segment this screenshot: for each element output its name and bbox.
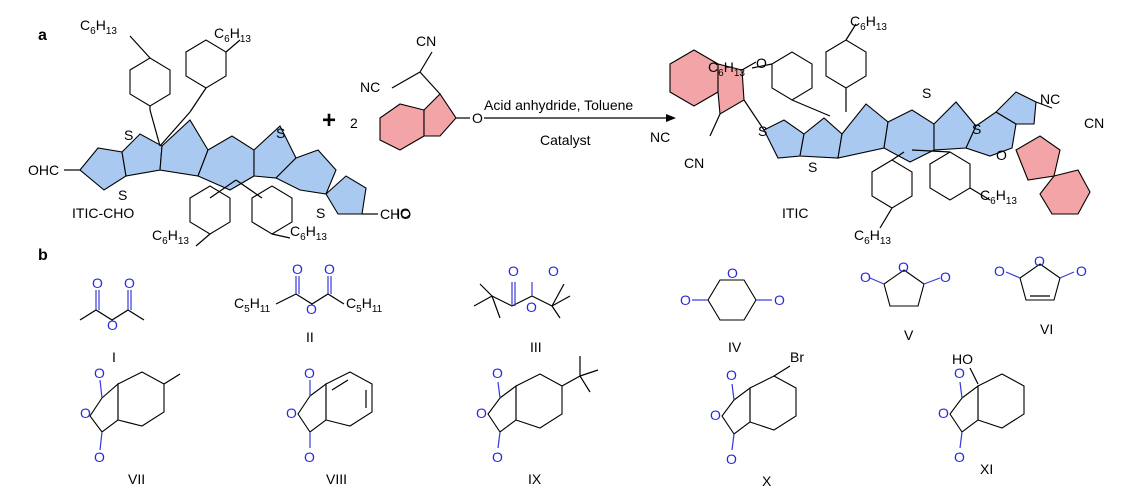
ic-structure: O CN NC bbox=[360, 33, 483, 151]
atom-s: S bbox=[276, 125, 285, 141]
atom-s: S bbox=[758, 123, 767, 139]
svg-text:O: O bbox=[492, 365, 503, 381]
anhydride-VIII: O O O bbox=[286, 365, 373, 465]
anhydride-III: O O O bbox=[473, 263, 571, 319]
svg-text:O: O bbox=[324, 261, 335, 277]
product-nc-left: NC bbox=[650, 129, 670, 145]
anhydride-X: Br O O O bbox=[710, 349, 804, 467]
svg-text:O: O bbox=[304, 449, 315, 465]
ic-cn-left: NC bbox=[360, 79, 380, 95]
ic-carbonyl-o: O bbox=[472, 110, 483, 126]
anhydride-XI: HO O O O bbox=[938, 351, 1025, 465]
svg-text:O: O bbox=[726, 367, 737, 383]
anhydride-label-I: I bbox=[112, 349, 116, 365]
anhydride-label-VI: VI bbox=[1040, 321, 1053, 337]
panel-label-b: b bbox=[38, 247, 48, 264]
svg-text:O: O bbox=[1034, 253, 1045, 269]
svg-text:O: O bbox=[940, 269, 951, 285]
itic-structure: O NC CN S S S S O NC CN bbox=[650, 13, 1104, 247]
svg-text:O: O bbox=[526, 299, 537, 315]
svg-text:O: O bbox=[994, 263, 1005, 279]
anhydride-V: O O O bbox=[860, 259, 951, 307]
svg-text:O: O bbox=[107, 317, 118, 333]
svg-text:O: O bbox=[286, 405, 297, 421]
aldehyde-left: OHC bbox=[28, 162, 59, 178]
svg-text:O: O bbox=[80, 405, 91, 421]
anhydride-II: C5H11 O O O C5H11 bbox=[234, 261, 383, 317]
atom-s: S bbox=[316, 205, 325, 221]
product-o-left: O bbox=[756, 55, 767, 71]
hexyl-label: C6H13 bbox=[214, 25, 251, 45]
svg-text:O: O bbox=[860, 269, 871, 285]
hexyl-label: C6H13 bbox=[850, 13, 887, 33]
svg-text:C5H11: C5H11 bbox=[346, 295, 383, 315]
atom-s: S bbox=[124, 127, 133, 143]
reactant1-name: ITIC-CHO bbox=[72, 205, 134, 221]
product-cn-right: CN bbox=[1084, 115, 1104, 131]
svg-text:O: O bbox=[492, 449, 503, 465]
atom-s: S bbox=[808, 159, 817, 175]
atom-s: S bbox=[972, 121, 981, 137]
hexyl-label: C6H13 bbox=[152, 227, 189, 247]
hexyl-label: C6H13 bbox=[854, 227, 891, 247]
svg-text:C5H11: C5H11 bbox=[234, 295, 271, 315]
svg-text:O: O bbox=[774, 292, 785, 308]
atom-s: S bbox=[118, 187, 127, 203]
hexyl-label: C6H13 bbox=[290, 223, 327, 243]
itic-cho-structure: S S S S OHC CHO C6H13 C6H13 C6H13 C6H13 bbox=[28, 17, 411, 247]
reaction-catalyst: Catalyst bbox=[540, 132, 591, 148]
reaction-reagents: Acid anhydride, Toluene bbox=[484, 97, 633, 113]
svg-text:O: O bbox=[898, 259, 909, 275]
product-name: ITIC bbox=[782, 205, 808, 221]
product-o-right: O bbox=[996, 147, 1007, 163]
anhydride-label-X: X bbox=[762, 473, 772, 489]
svg-text:O: O bbox=[954, 449, 965, 465]
anhydride-label-XI: XI bbox=[980, 461, 993, 477]
anhydride-label-IX: IX bbox=[528, 471, 542, 487]
svg-text:O: O bbox=[94, 449, 105, 465]
product-nc-right: NC bbox=[1040, 91, 1060, 107]
product-cn-left: CN bbox=[684, 155, 704, 171]
anhydride-label-VIII: VIII bbox=[326, 471, 347, 487]
anhydride-VII: O O O bbox=[80, 365, 181, 465]
svg-text:O: O bbox=[1076, 263, 1087, 279]
svg-text:O: O bbox=[727, 265, 738, 281]
svg-text:O: O bbox=[508, 263, 519, 279]
aldehyde-right: CHO bbox=[380, 206, 411, 222]
hexyl-label: C6H13 bbox=[980, 187, 1017, 207]
plus-sign: + bbox=[322, 107, 336, 134]
reactant2-name: IC bbox=[396, 205, 410, 221]
svg-text:O: O bbox=[710, 407, 721, 423]
hexyl-label: C6H13 bbox=[708, 59, 745, 79]
svg-text:O: O bbox=[726, 451, 737, 467]
ic-cn-top: CN bbox=[416, 33, 436, 49]
svg-text:O: O bbox=[306, 301, 317, 317]
svg-text:O: O bbox=[548, 263, 559, 279]
bromo-substituent: Br bbox=[790, 349, 804, 365]
svg-text:O: O bbox=[954, 365, 965, 381]
anhydride-I: O O O bbox=[79, 275, 145, 333]
anhydride-label-IV: IV bbox=[728, 339, 742, 355]
anhydride-label-III: III bbox=[530, 339, 542, 355]
svg-text:O: O bbox=[124, 275, 135, 291]
hydroxy-substituent: HO bbox=[952, 351, 973, 367]
anhydride-label-VII: VII bbox=[128, 471, 145, 487]
svg-text:O: O bbox=[94, 365, 105, 381]
svg-text:O: O bbox=[304, 365, 315, 381]
equivalents: 2 bbox=[350, 115, 358, 131]
svg-text:O: O bbox=[680, 292, 691, 308]
anhydride-label-V: V bbox=[904, 327, 914, 343]
svg-text:O: O bbox=[292, 261, 303, 277]
anhydride-label-II: II bbox=[306, 329, 314, 345]
anhydride-IV: O O O bbox=[680, 265, 785, 321]
svg-text:O: O bbox=[92, 275, 103, 291]
atom-s: S bbox=[922, 85, 931, 101]
panel-label-a: a bbox=[38, 27, 47, 44]
svg-text:O: O bbox=[938, 405, 949, 421]
hexyl-label: C6H13 bbox=[80, 17, 117, 37]
anhydride-VI: O O O bbox=[994, 253, 1087, 301]
anhydride-IX: O O O bbox=[476, 356, 599, 465]
svg-text:O: O bbox=[476, 405, 487, 421]
